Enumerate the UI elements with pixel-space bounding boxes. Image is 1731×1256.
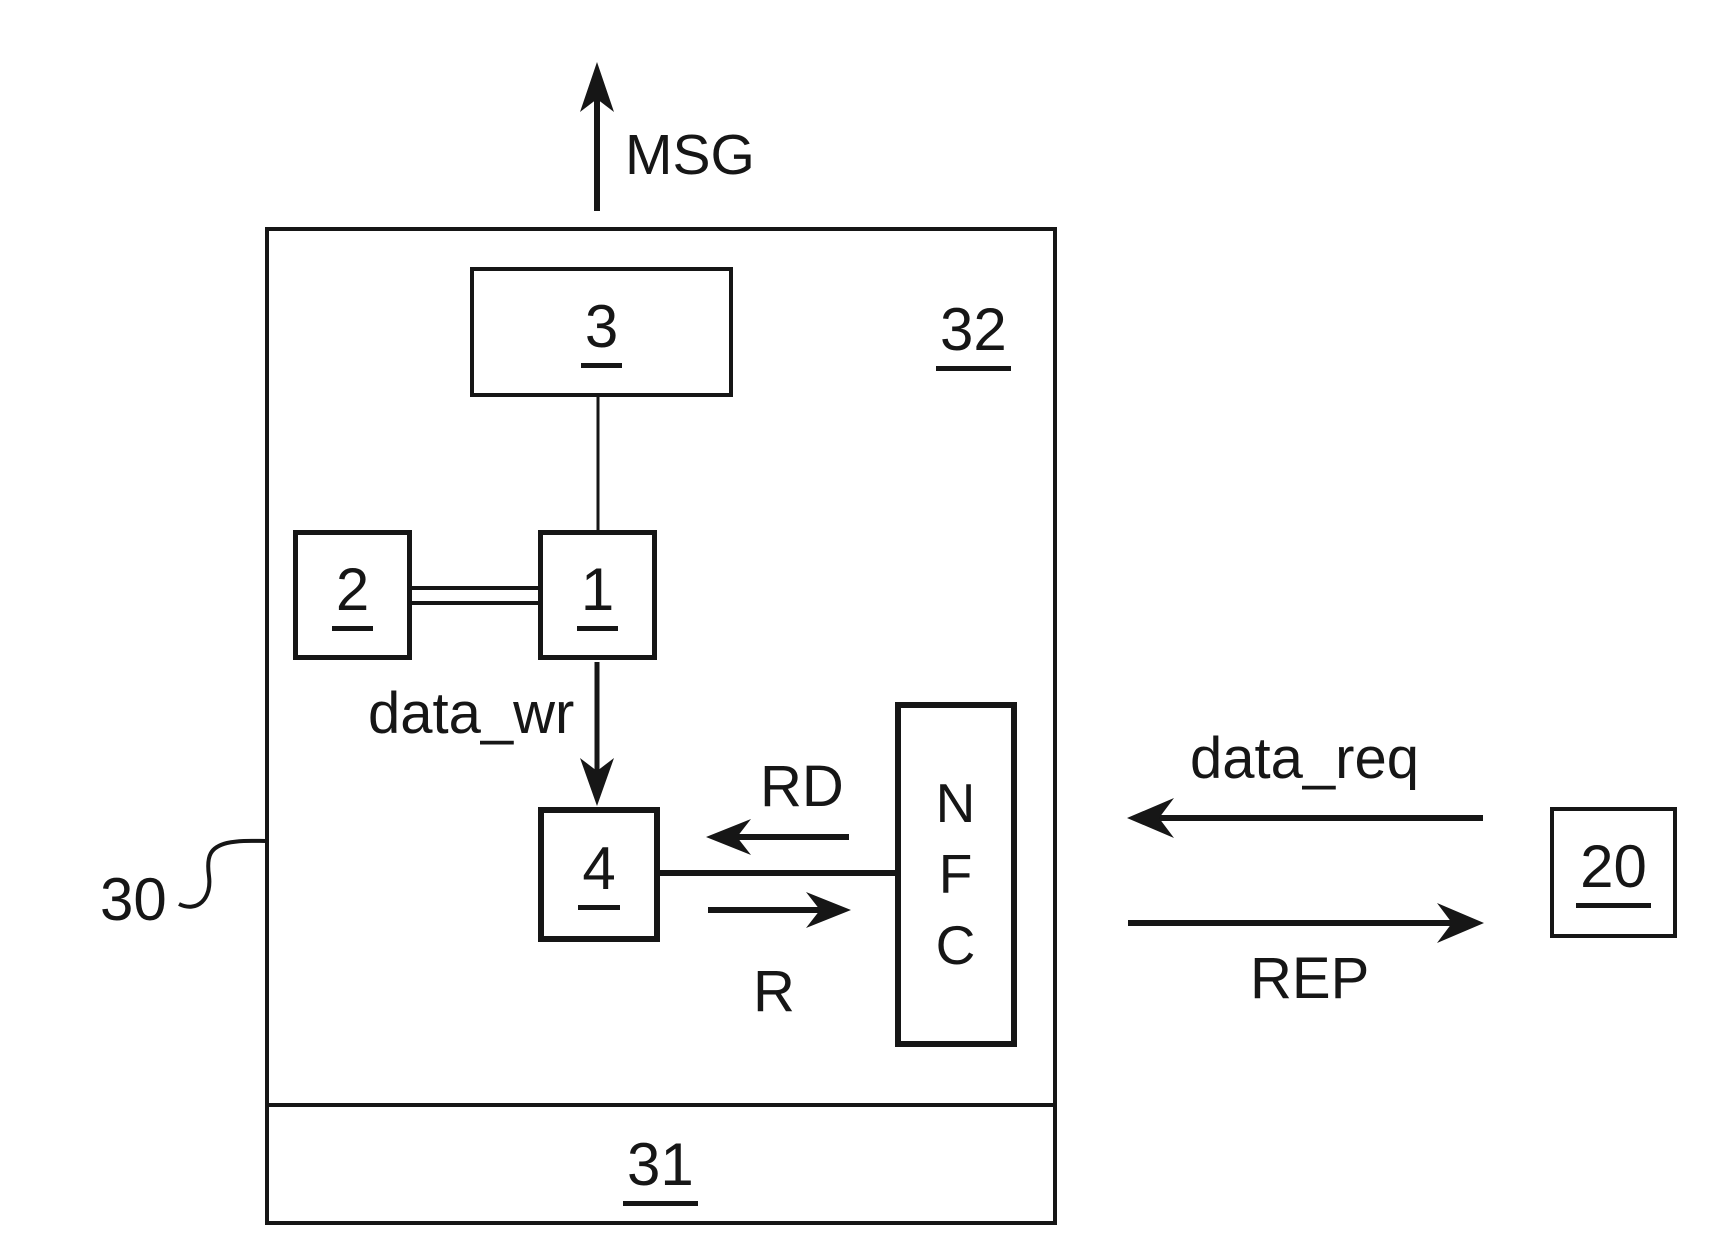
ref-32-label: 32 [936,300,1011,371]
ref-31-text: 31 [623,1135,698,1206]
block-2-label: 2 [331,559,374,631]
nfc-block: N F C [895,702,1017,1047]
external-device-label: 20 [1576,837,1651,908]
block-4-label: 4 [578,839,620,910]
rep-signal-label: REP [1250,946,1370,1011]
block-3: 3 [470,267,733,397]
block-3-label: 3 [580,296,623,368]
r-signal-label: R [753,959,795,1024]
msg-signal-label: MSG [625,123,755,187]
device-box-30 [265,227,1057,1225]
block-1-label: 1 [576,559,619,631]
block-2: 2 [293,530,412,660]
ref-30-label: 30 [100,866,167,933]
rd-signal-label: RD [760,754,844,819]
nfc-block-label: N F C [935,772,977,976]
block-4: 4 [538,807,660,942]
ref-32-text: 32 [936,300,1011,371]
block-1: 1 [538,530,657,660]
ref-31-label: 31 [623,1135,698,1206]
data-req-arrow-head [1127,798,1174,838]
external-device-box-20: 20 [1550,807,1677,938]
data-wr-arrow-head [580,758,614,806]
rep-arrow-head [1437,903,1484,943]
msg-arrow-head [580,62,614,112]
data-wr-signal-label: data_wr [368,681,575,746]
r-arrow-head [806,892,851,928]
rd-arrow-head [706,819,751,855]
ref-30-leader [178,838,268,909]
data-req-signal-label: data_req [1190,726,1419,791]
